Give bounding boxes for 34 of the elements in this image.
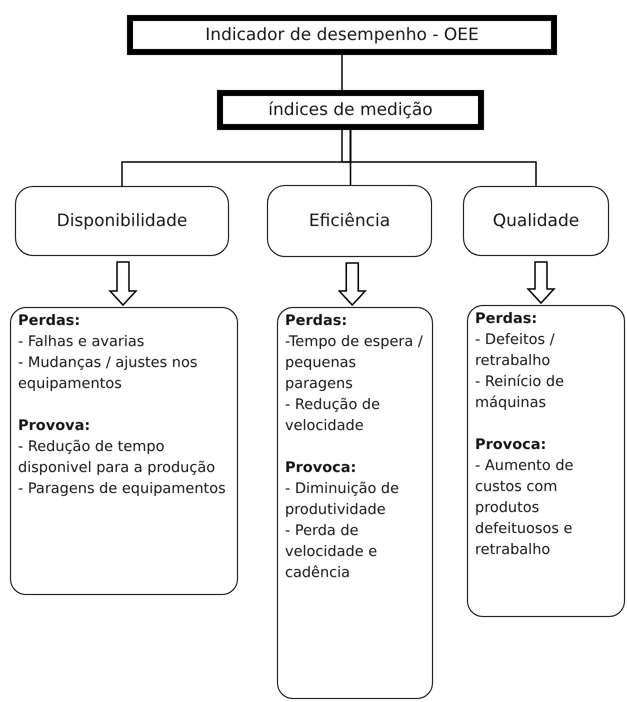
index-box xyxy=(15,186,229,256)
box-label: índices de medição xyxy=(268,100,433,120)
box-label: Eficiência xyxy=(308,211,390,231)
box-label: Qualidade xyxy=(492,211,580,231)
index-box xyxy=(267,185,432,257)
section-heading: Perdas: xyxy=(18,312,82,331)
list-item: - Redução de tempo disponivel para a produção xyxy=(18,438,216,478)
list-item: - Falhas e avarias xyxy=(18,333,146,352)
list-item: - Defeitos / retrabalho xyxy=(475,331,556,371)
section-heading: Perdas: xyxy=(475,310,538,329)
category-box xyxy=(217,90,484,130)
box-label: Disponibilidade xyxy=(56,211,188,231)
section-heading: Perdas: xyxy=(285,312,348,331)
detail-box xyxy=(10,307,238,595)
list-item: - Diminuição de produtividade xyxy=(285,480,400,520)
list-item: - Perda de velocidade e cadência xyxy=(285,522,378,583)
hollow-arrow xyxy=(338,262,367,306)
hollow-arrow xyxy=(108,261,138,306)
hollow-arrow xyxy=(526,261,556,304)
list-item: - Redução de velocidade xyxy=(285,396,382,436)
box-label: Indicador de desempenho - OEE xyxy=(205,25,479,45)
detail-box xyxy=(467,305,625,617)
detail-box xyxy=(277,307,433,699)
section-heading: Provova: xyxy=(18,417,92,436)
section-heading: Provoca: xyxy=(285,459,358,478)
list-item: - Reinício de máquinas xyxy=(475,373,566,413)
title-box xyxy=(127,15,557,55)
list-item: - Paragens de equipamentos xyxy=(18,480,227,499)
section-heading: Provoca: xyxy=(475,436,548,455)
list-item: -Tempo de espera / pequenas paragens xyxy=(285,333,424,394)
list-item: - Aumento de custos com produtos defeituosos e retrabalho xyxy=(475,457,574,560)
connector-line xyxy=(350,130,537,186)
list-item: - Mudanças / ajustes nos equipamentos xyxy=(18,354,198,394)
index-box xyxy=(463,186,609,256)
